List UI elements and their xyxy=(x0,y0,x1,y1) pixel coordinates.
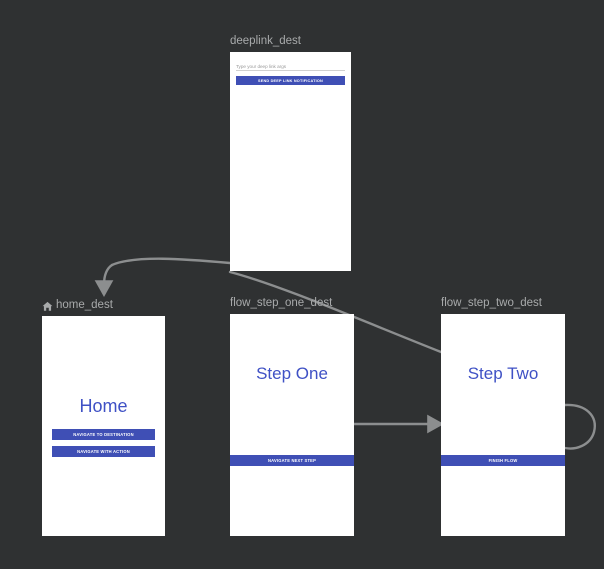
navigate-with-action-button[interactable]: NAVIGATE WITH ACTION xyxy=(52,446,155,457)
node-label-deeplink-dest[interactable]: deeplink_dest xyxy=(230,34,301,48)
destination-node-deeplink-dest[interactable]: deeplink_dest Type your deep link args S… xyxy=(230,35,351,271)
step-one-title: Step One xyxy=(256,364,328,383)
connection-step-two-self-loop xyxy=(563,403,596,450)
node-label-text: flow_step_two_dest xyxy=(441,297,543,309)
node-label-text: deeplink_dest xyxy=(230,35,301,47)
node-label-home-dest[interactable]: home_dest xyxy=(42,298,113,312)
step-two-title: Step Two xyxy=(467,364,539,383)
node-label-flow-step-two-dest[interactable]: flow_step_two_dest xyxy=(441,296,542,310)
navigate-next-step-button[interactable]: NAVIGATE NEXT STEP xyxy=(230,455,354,466)
destination-node-flow-step-one-dest[interactable]: flow_step_one_dest Step One NAVIGATE NEX… xyxy=(230,297,354,536)
node-label-text: home_dest xyxy=(56,299,113,311)
node-label-flow-step-one-dest[interactable]: flow_step_one_dest xyxy=(230,296,332,310)
destination-node-home-dest[interactable]: home_dest Home NAVIGATE TO DESTINATION N… xyxy=(42,299,165,536)
connection-deeplink-to-home xyxy=(94,257,232,297)
deep-link-args-input[interactable]: Type your deep link args xyxy=(236,60,345,71)
navigate-to-destination-button[interactable]: NAVIGATE TO DESTINATION xyxy=(52,429,155,440)
screen-preview-deeplink-dest[interactable]: Type your deep link args SEND DEEP LINK … xyxy=(230,52,351,271)
screen-preview-home-dest[interactable]: Home NAVIGATE TO DESTINATION NAVIGATE WI… xyxy=(42,316,165,536)
screen-preview-flow-step-one-dest[interactable]: Step One NAVIGATE NEXT STEP xyxy=(230,314,354,536)
home-screen-title: Home xyxy=(79,396,128,416)
screen-preview-flow-step-two-dest[interactable]: Step Two FINISH FLOW xyxy=(441,314,565,536)
send-deep-link-notification-button[interactable]: SEND DEEP LINK NOTIFICATION xyxy=(236,76,345,85)
home-icon xyxy=(42,301,53,312)
node-label-text: flow_step_one_dest xyxy=(230,297,333,309)
finish-flow-button[interactable]: FINISH FLOW xyxy=(441,455,565,466)
destination-node-flow-step-two-dest[interactable]: flow_step_two_dest Step Two FINISH FLOW xyxy=(441,297,565,536)
